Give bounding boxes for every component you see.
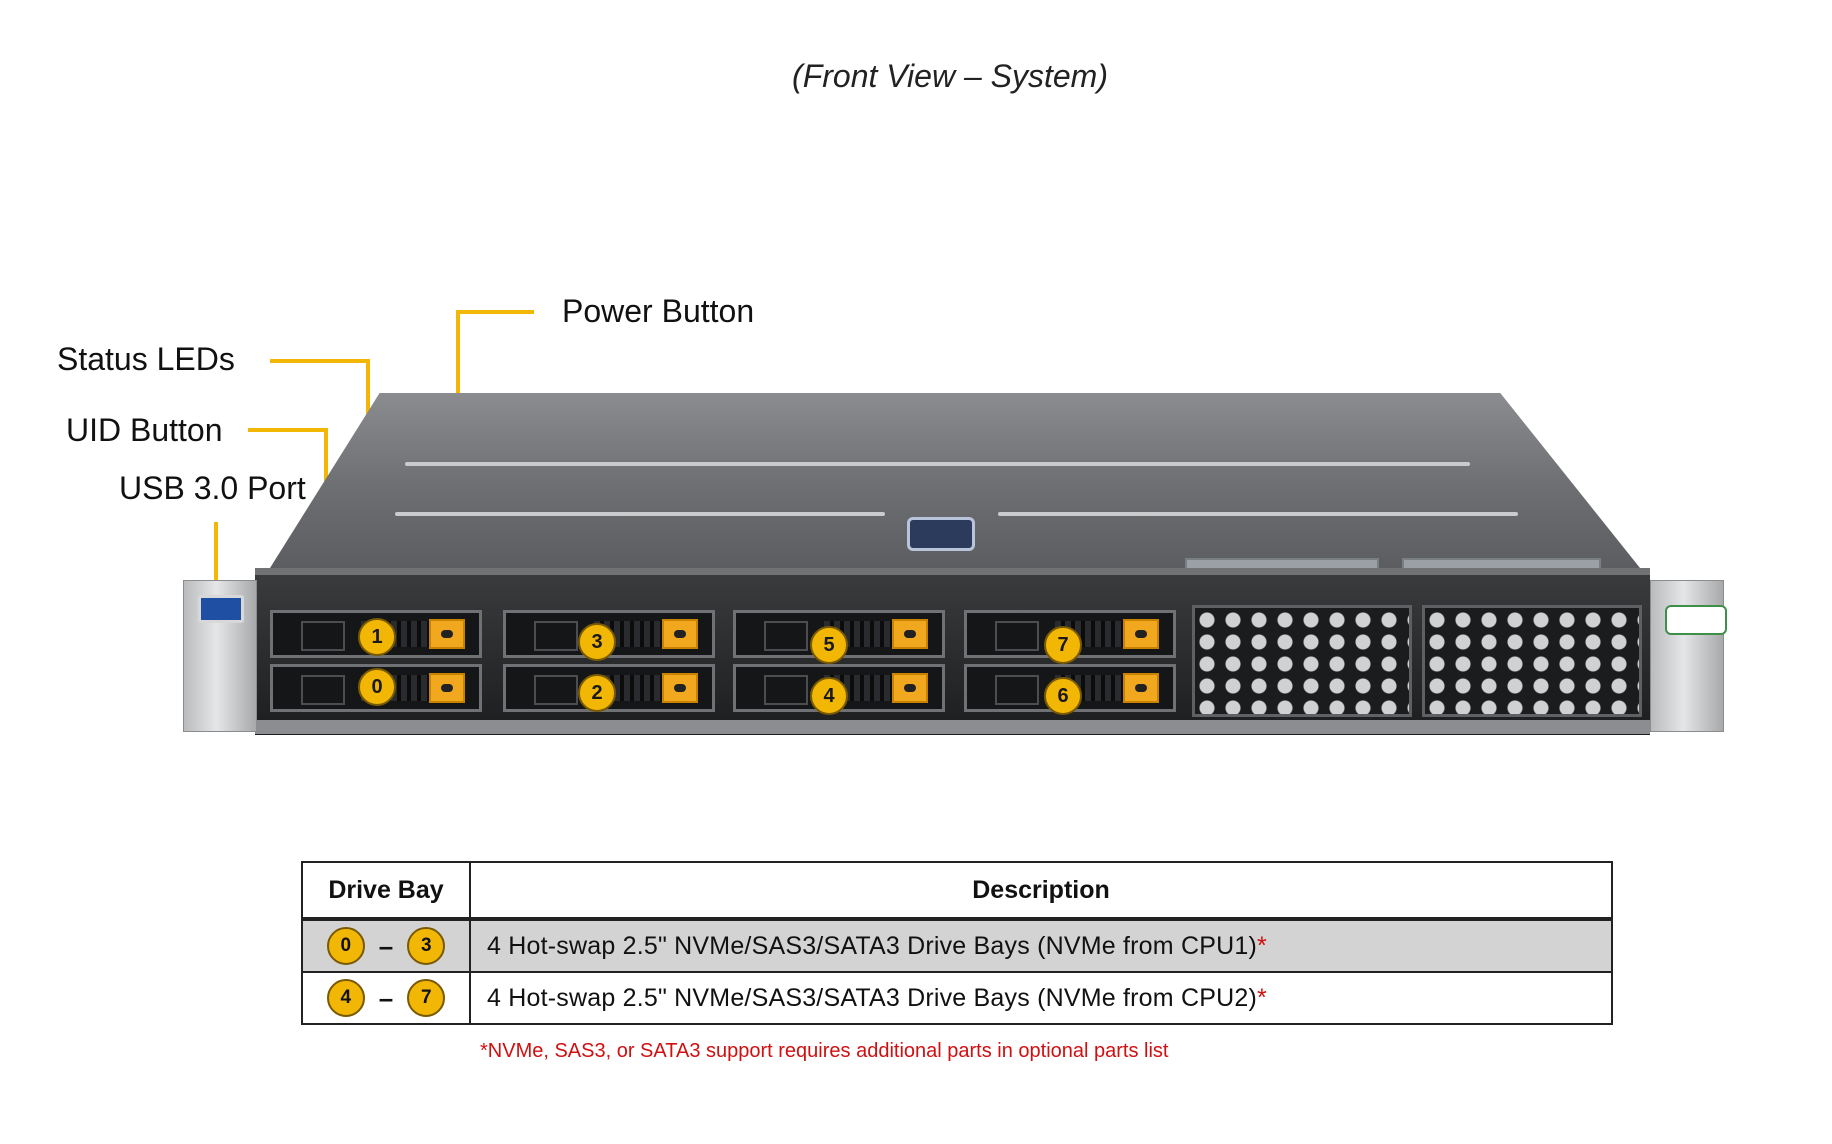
cover-slot	[405, 462, 1470, 466]
header-description: Description	[469, 861, 1613, 921]
bay-number-badge: 3	[578, 623, 616, 661]
bay-number-badge: 2	[578, 674, 616, 712]
front-panel	[255, 575, 1650, 735]
bay-number-badge: 0	[358, 668, 396, 706]
bay-number-badge: 4	[326, 979, 365, 1017]
leader-line-usb	[214, 522, 218, 592]
description-cell: 4 Hot-swap 2.5" NVMe/SAS3/SATA3 Drive Ba…	[469, 918, 1613, 973]
bay-number-badge: 7	[1044, 626, 1082, 664]
cover-slot	[395, 512, 885, 516]
range-dash: –	[378, 930, 394, 961]
description-text: 4 Hot-swap 2.5" NVMe/SAS3/SATA3 Drive Ba…	[487, 983, 1257, 1012]
leader-line-uid	[248, 428, 328, 432]
footnote: *NVMe, SAS3, or SATA3 support requires a…	[480, 1040, 1169, 1062]
drive-bay-table: Drive Bay Description 0–3 4 Hot-swap 2.5…	[301, 861, 1613, 1025]
table-row: 0–3 4 Hot-swap 2.5" NVMe/SAS3/SATA3 Driv…	[301, 918, 1613, 973]
drive-latch	[429, 673, 465, 703]
leader-line-status	[270, 359, 370, 363]
footnote-marker: *	[1256, 931, 1267, 960]
front-bottom-edge	[255, 720, 1650, 734]
bay-number-badge: 0	[326, 927, 365, 965]
table-header-row: Drive Bay Description	[301, 861, 1613, 921]
drive-latch	[429, 619, 465, 649]
cover-latch	[907, 517, 975, 551]
footnote-marker: *	[1256, 983, 1267, 1012]
description-cell: 4 Hot-swap 2.5" NVMe/SAS3/SATA3 Drive Ba…	[469, 971, 1613, 1025]
vendor-logo	[1665, 605, 1727, 635]
drive-latch	[662, 673, 698, 703]
vent-grille	[1422, 605, 1642, 717]
bay-range-cell: 0–3	[301, 918, 471, 973]
bay-number-badge: 1	[358, 618, 396, 656]
bay-number-badge: 4	[810, 677, 848, 715]
header-drive-bay: Drive Bay	[301, 861, 471, 921]
range-dash: –	[378, 982, 394, 1013]
drive-latch	[892, 673, 928, 703]
bay-number-badge: 5	[810, 626, 848, 664]
bay-number-badge: 3	[407, 927, 446, 965]
callout-power-button: Power Button	[562, 293, 755, 329]
callout-status-leds: Status LEDs	[57, 341, 235, 377]
drive-latch	[1123, 673, 1159, 703]
bay-number-badge: 6	[1044, 677, 1082, 715]
drive-latch	[1123, 619, 1159, 649]
cover-slot	[998, 512, 1518, 516]
leader-line-power	[456, 310, 534, 314]
rack-ear-right	[1650, 580, 1724, 732]
diagram-title: (Front View – System)	[792, 58, 1108, 94]
bay-number-badge: 7	[407, 979, 446, 1017]
drive-latch	[892, 619, 928, 649]
usb-port	[198, 595, 244, 623]
vent-grille	[1192, 605, 1412, 717]
drive-latch	[662, 619, 698, 649]
table-row: 4–7 4 Hot-swap 2.5" NVMe/SAS3/SATA3 Driv…	[301, 971, 1613, 1025]
bay-range-cell: 4–7	[301, 971, 471, 1025]
callout-uid-button: UID Button	[66, 412, 223, 448]
callout-usb-port: USB 3.0 Port	[119, 470, 306, 506]
description-text: 4 Hot-swap 2.5" NVMe/SAS3/SATA3 Drive Ba…	[487, 931, 1257, 960]
